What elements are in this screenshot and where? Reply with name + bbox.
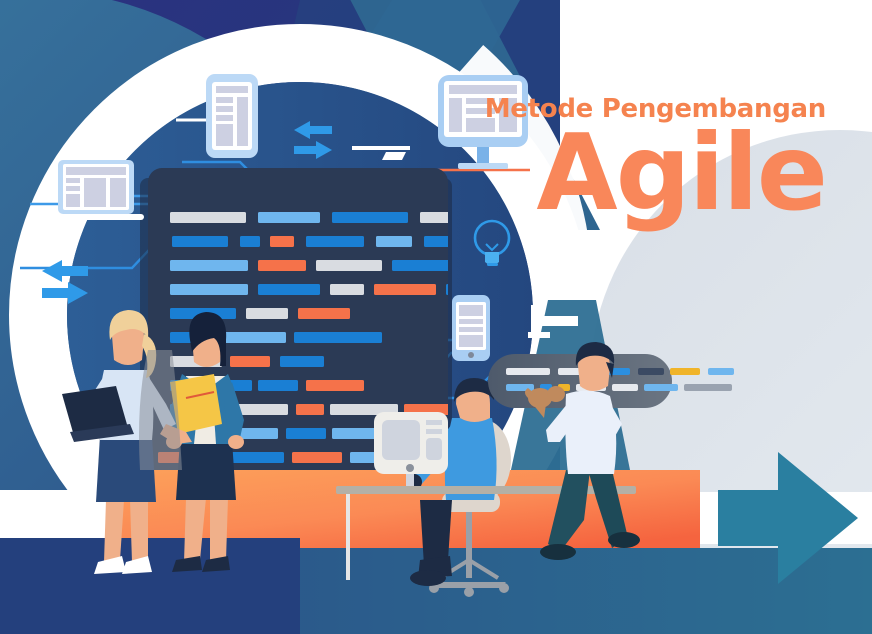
code-bar (374, 284, 436, 295)
pill-bar (612, 384, 638, 391)
code-bar (280, 356, 324, 367)
code-bar (258, 380, 298, 391)
code-bar (236, 428, 278, 439)
code-bar (330, 284, 364, 295)
floor-left-dark (0, 538, 300, 634)
chart-element-icon-2 (355, 146, 407, 160)
tablet-icon (206, 74, 258, 158)
laptop-icon (48, 160, 144, 220)
code-bar (298, 308, 350, 319)
code-bar (170, 284, 248, 295)
chart-element-icon (528, 305, 578, 338)
exchange-arrows-icon-left (42, 260, 88, 304)
code-bar (332, 212, 408, 223)
code-bar (286, 428, 326, 439)
code-bar (306, 380, 364, 391)
code-bar (230, 356, 270, 367)
pill-bar (644, 384, 678, 391)
code-bar (172, 236, 228, 247)
code-bar (228, 404, 288, 415)
code-bar (330, 404, 398, 415)
man-at-desk (336, 378, 636, 597)
code-bar (170, 260, 248, 271)
code-bar (258, 284, 320, 295)
code-bar (228, 452, 284, 463)
code-bar (218, 332, 286, 343)
code-bar (332, 428, 384, 439)
smartphone-icon (452, 295, 490, 361)
code-bar (292, 452, 342, 463)
man-with-dashboard (525, 342, 640, 560)
code-bar (258, 212, 320, 223)
code-bar (316, 260, 382, 271)
code-bar (306, 236, 364, 247)
pill-bar (708, 368, 734, 375)
pill-bar (684, 384, 732, 391)
pill-bar (638, 368, 664, 375)
lightbulb-icon (473, 219, 511, 266)
code-bar (170, 212, 246, 223)
monitor-icon (438, 75, 528, 169)
code-bar (296, 404, 324, 415)
arrow-right-icon[interactable] (718, 452, 858, 584)
code-bar (392, 260, 448, 271)
code-bar (270, 236, 294, 247)
background-silhouette (139, 350, 182, 470)
code-bar (376, 236, 412, 247)
code-bar (258, 260, 306, 271)
exchange-arrows-icon-top (294, 121, 332, 159)
woman-with-laptop (62, 310, 192, 574)
code-bar (240, 236, 260, 247)
code-bar (420, 212, 448, 223)
code-bar (424, 236, 448, 247)
code-bar (246, 308, 288, 319)
pill-bar (506, 368, 550, 375)
pill-bar (670, 368, 700, 375)
code-bar (294, 332, 382, 343)
